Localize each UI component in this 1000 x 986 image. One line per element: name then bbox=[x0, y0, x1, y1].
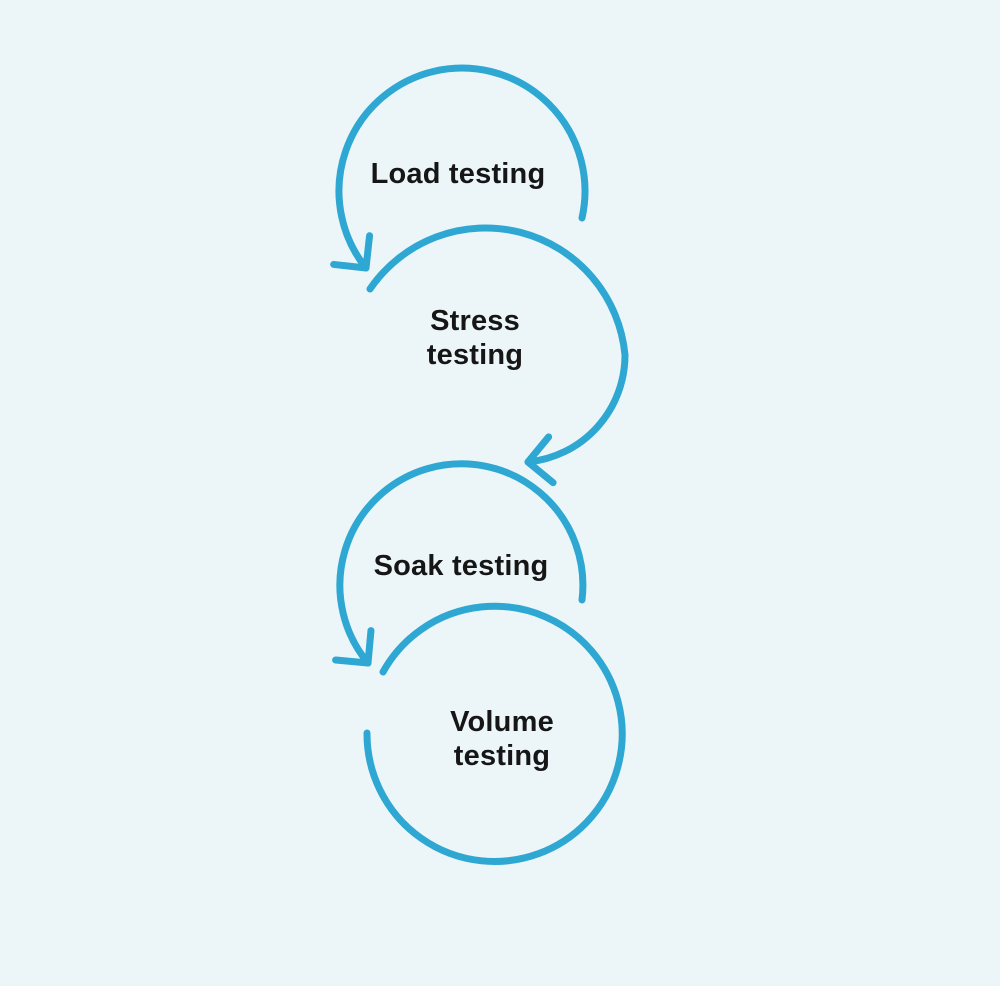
step-label-volume-testing: Volume testing bbox=[450, 706, 554, 772]
step-label-soak-testing: Soak testing bbox=[373, 550, 549, 582]
loop-arrow-load bbox=[330, 64, 589, 272]
loop-arrow-soak bbox=[332, 460, 587, 667]
step-label-stress-testing: Stress testing bbox=[426, 305, 524, 371]
step-label-load-testing: Load testing bbox=[370, 158, 546, 190]
loop-arrow-stress bbox=[366, 224, 629, 487]
loop-volume bbox=[363, 602, 626, 865]
